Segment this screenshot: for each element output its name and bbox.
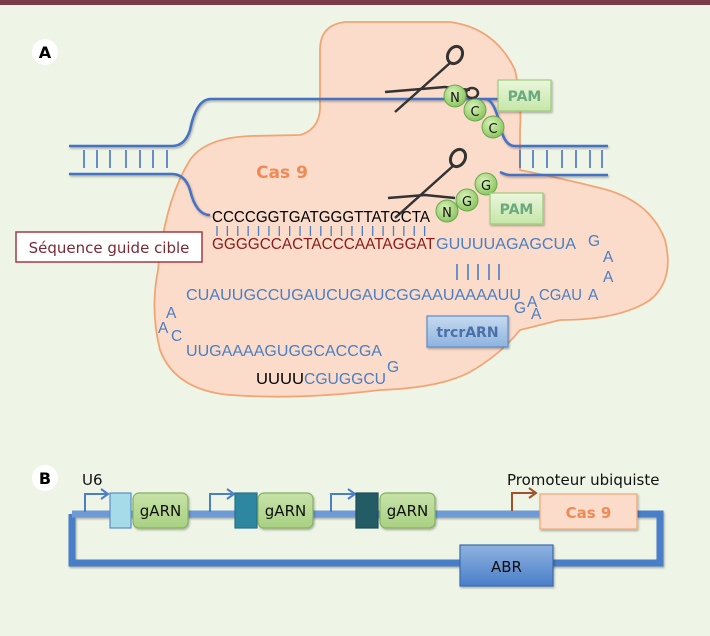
svg-text:A: A	[166, 305, 177, 322]
svg-text:gARN: gARN	[140, 502, 181, 520]
pam-nucleotides-top: N C C	[443, 84, 505, 139]
svg-text:C: C	[171, 328, 182, 345]
panel-a-label: A	[32, 39, 58, 65]
svg-text:PAM: PAM	[508, 89, 542, 105]
rna-bulge: G A A	[514, 294, 542, 323]
svg-text:G: G	[588, 233, 600, 250]
rna-loop-bottom: G	[387, 359, 399, 376]
pam-nucleotides-bottom: N G G	[435, 172, 498, 223]
top-border	[0, 0, 710, 5]
pam-box-top: PAM	[497, 79, 552, 112]
scissors-icon-bottom	[387, 147, 468, 219]
svg-text:trcrARN: trcrARN	[436, 325, 498, 341]
garn-box-3: gARN	[379, 492, 436, 529]
panel-b-label: B	[32, 465, 58, 491]
nucleotide-c2-top: C	[481, 115, 505, 139]
cas9-gene-box: Cas 9	[539, 493, 638, 530]
rna-scaffold-line-3: UUGAAAAGUGGCACCGA	[186, 343, 383, 360]
svg-text:Cas 9: Cas 9	[566, 504, 612, 522]
promoter-arrows	[84, 488, 357, 512]
svg-text:C: C	[488, 122, 497, 137]
svg-text:N: N	[442, 206, 452, 221]
pam-box-bottom: PAM	[489, 192, 544, 225]
rna-scaffold-line-1: GUUUUAGAGCUA	[436, 236, 577, 253]
svg-text:G: G	[481, 179, 491, 194]
abr-gene-box: ABR	[459, 544, 554, 587]
u6-promoter-block-1	[109, 492, 132, 529]
svg-text:gARN: gARN	[265, 502, 306, 520]
svg-text:PAM: PAM	[500, 202, 534, 218]
promoter-block-2	[234, 492, 258, 529]
svg-text:Séquence guide cible: Séquence guide cible	[29, 239, 190, 257]
target-dna-sequence: CCCCGGTGATGGGTTATCCTA	[212, 209, 431, 226]
svg-text:ABR: ABR	[491, 558, 522, 576]
u6-promoter-label: U6	[82, 471, 103, 489]
guide-target-label: Séquence guide cible	[15, 231, 203, 263]
guide-base-pair-ticks	[216, 226, 426, 236]
rna-scaffold-line-2-right: CGAU	[539, 287, 582, 304]
rna-loop-right: G A A A	[588, 233, 614, 304]
svg-text:A: A	[603, 249, 614, 266]
nucleotide-g2-bottom: G	[474, 172, 498, 196]
rna-scaffold-line-4: CGUGGCU	[304, 371, 386, 388]
trcr-rna-label: trcrARN	[426, 315, 509, 348]
dna-base-pairs-right	[519, 150, 603, 168]
svg-text:A: A	[39, 43, 52, 62]
svg-text:A: A	[158, 320, 169, 337]
guide-rna-sequence: GGGGCCACTACCCAATAGGAT	[212, 236, 436, 253]
svg-text:G: G	[462, 195, 472, 210]
promoter-block-3	[355, 492, 379, 529]
svg-text:A: A	[527, 294, 538, 311]
svg-text:A: A	[603, 269, 614, 286]
rna-loop-left: A A C	[158, 305, 182, 345]
ubiquitous-promoter-label: Promoteur ubiquiste	[507, 471, 659, 489]
nucleotide-g1-bottom: G	[455, 188, 479, 212]
garn-box-1: gARN	[132, 492, 189, 529]
svg-text:N: N	[450, 91, 460, 106]
stem-base-pair-ticks	[456, 264, 500, 280]
dna-base-pairs-left	[83, 150, 168, 168]
cas9-protein-shape	[153, 21, 669, 398]
nucleotide-n-top: N	[443, 84, 467, 108]
svg-text:gARN: gARN	[387, 502, 428, 520]
svg-text:B: B	[39, 469, 51, 488]
cas9-label: Cas 9	[256, 163, 308, 183]
svg-text:A: A	[531, 306, 542, 323]
svg-text:G: G	[514, 300, 526, 317]
rna-terminator-uuuu: UUUU	[256, 371, 304, 388]
nucleotide-c1-top: C	[463, 98, 487, 122]
svg-text:A: A	[588, 287, 599, 304]
rna-scaffold-line-2: CUAUUGCCUGAUCUGAUCGGAAUAAAAUU	[186, 287, 521, 304]
garn-box-2: gARN	[257, 492, 314, 529]
nucleotide-n-bottom: N	[435, 199, 459, 223]
svg-text:C: C	[470, 105, 479, 120]
ubiquitous-promoter-arrow	[511, 487, 538, 511]
